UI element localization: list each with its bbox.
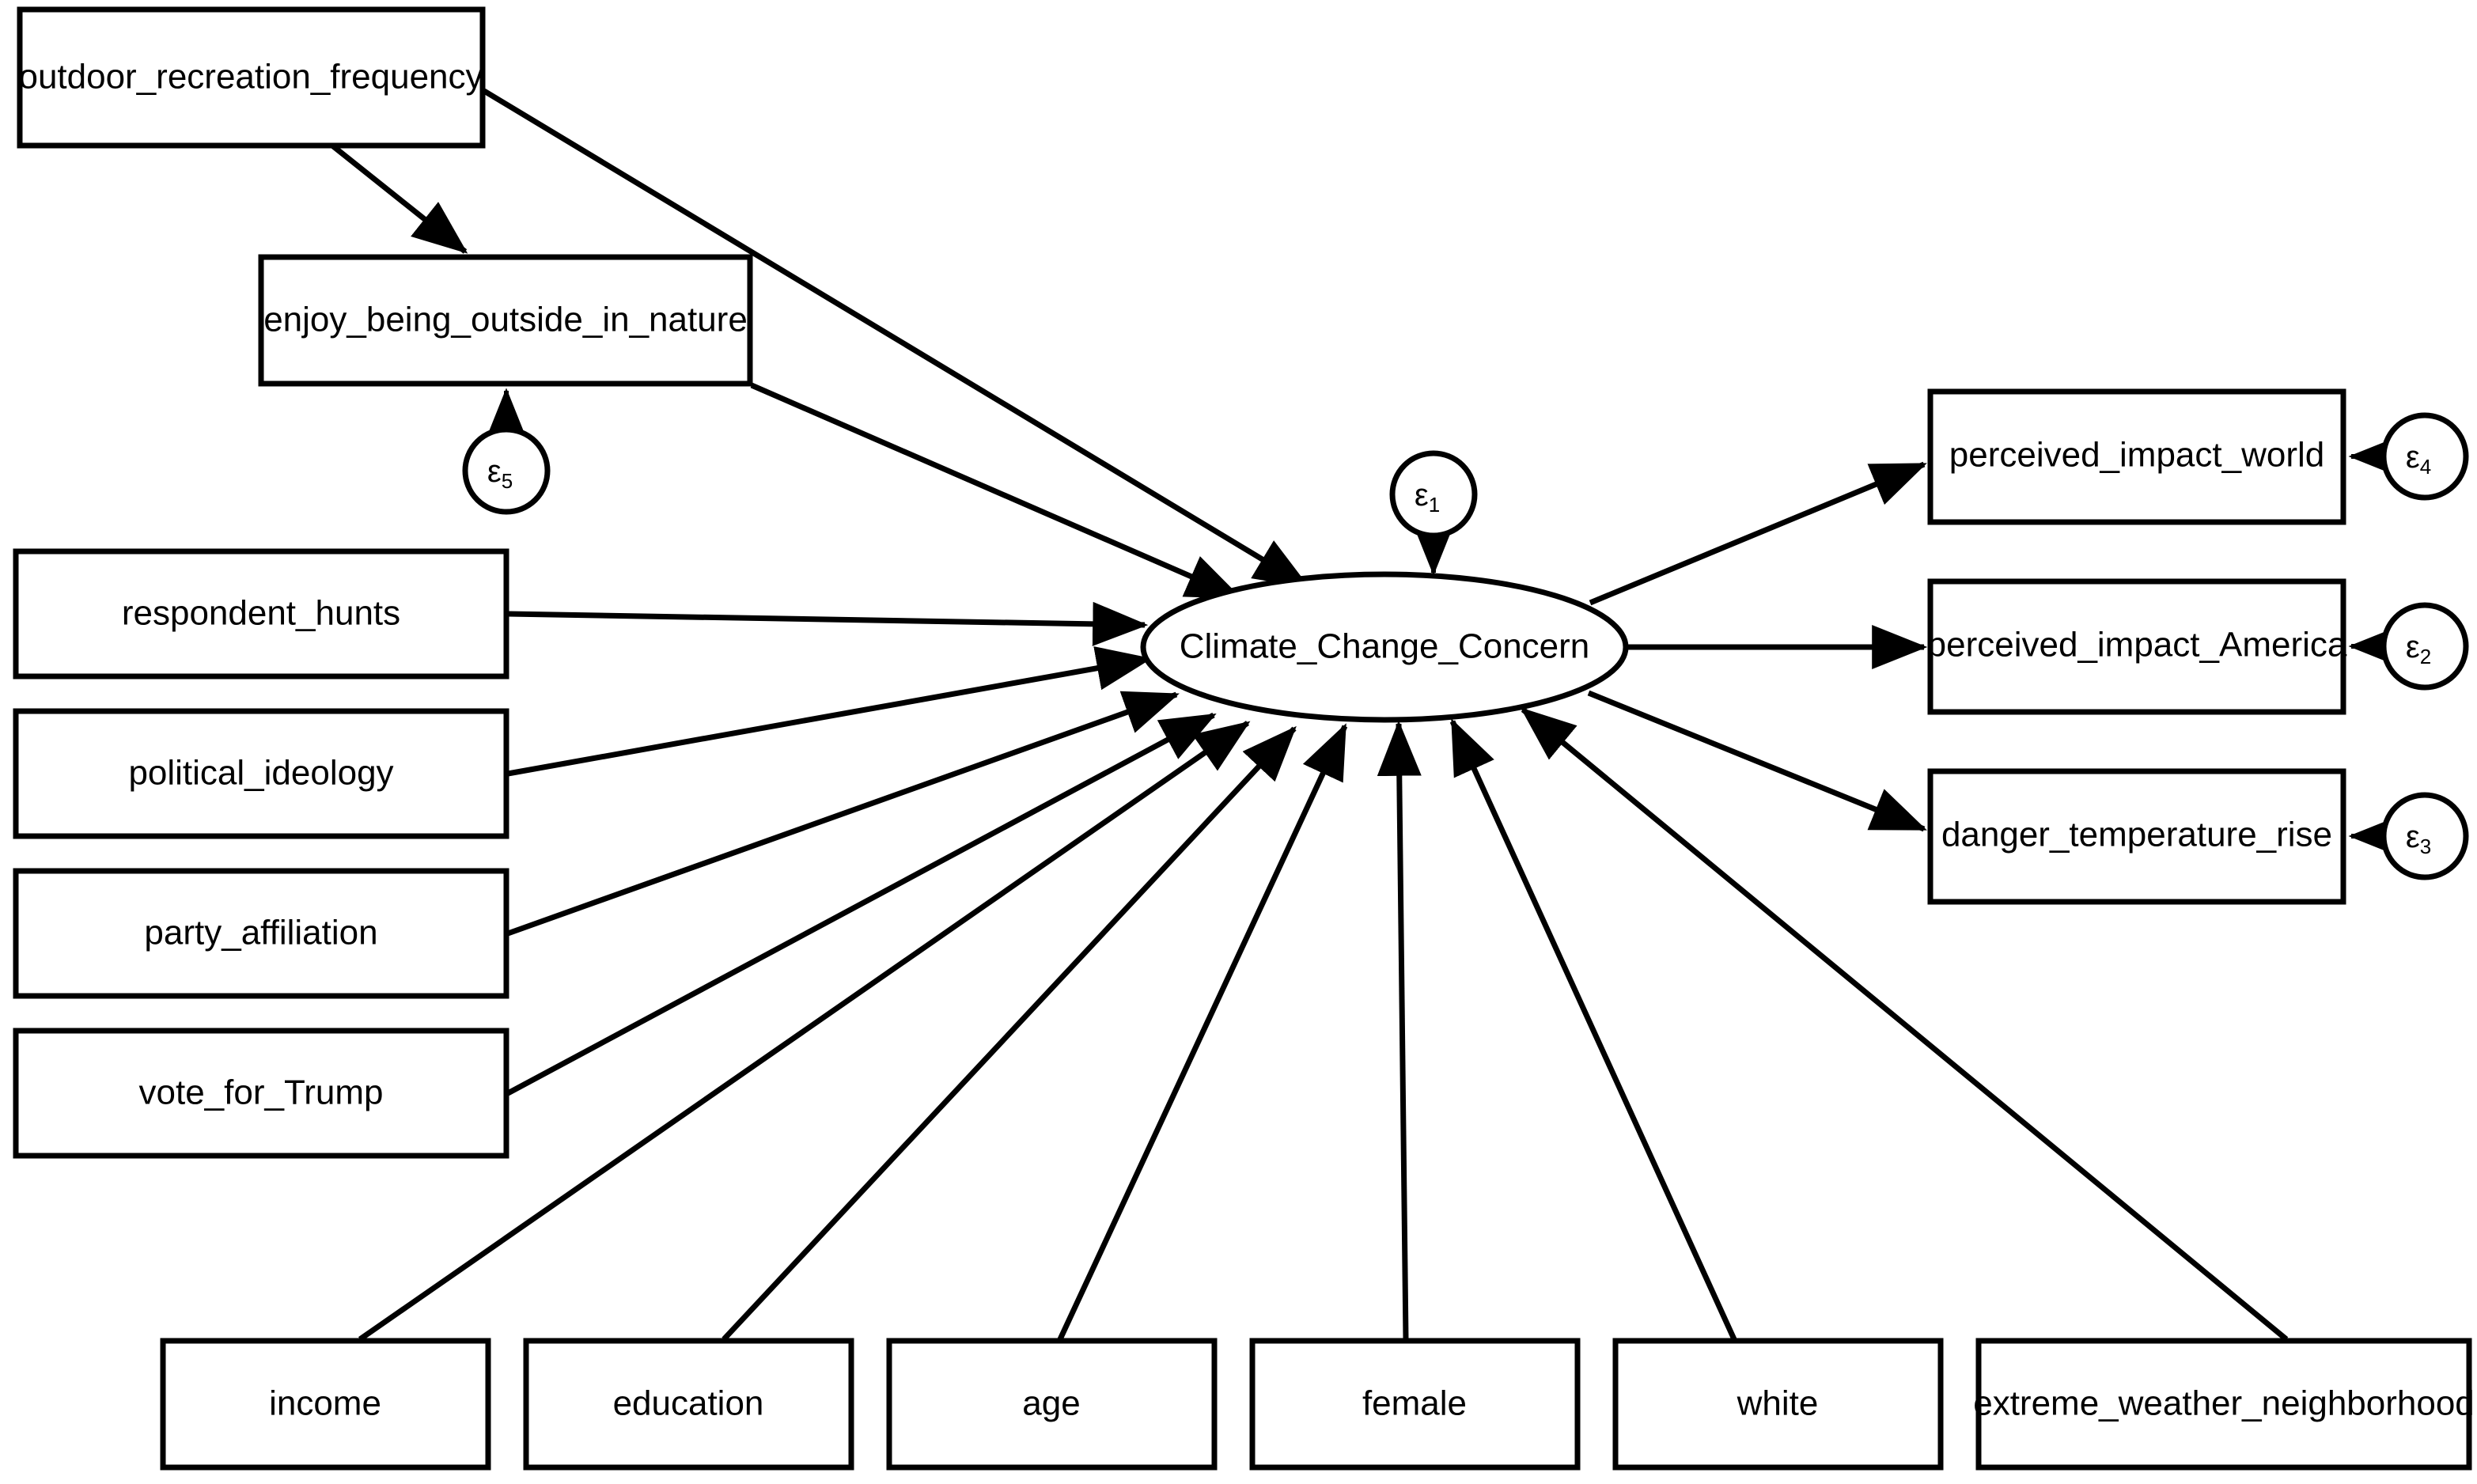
node-vote-for-trump[interactable]: vote_for_Trump (13, 1028, 509, 1159)
error-circle[interactable] (2380, 602, 2469, 691)
edge-education-to-latent (722, 725, 1297, 1342)
edge-female-to-latent (1377, 720, 1422, 1340)
node-box[interactable] (1612, 1338, 1944, 1471)
node-label: white (1737, 1384, 1819, 1423)
error-term-e5[interactable]: ε5 (462, 426, 551, 515)
edge-respondent-hunts-to-latent (507, 601, 1149, 646)
node-label: female (1362, 1384, 1467, 1423)
node-label: danger_temperature_rise (1941, 816, 2332, 854)
node-box[interactable] (1249, 1338, 1581, 1471)
latent-label: Climate_Change_Concern (1180, 627, 1590, 666)
node-danger-temperature-rise[interactable]: danger_temperature_rise (1927, 768, 2346, 905)
node-box[interactable] (886, 1338, 1218, 1471)
node-enjoy-being-outside-in-nature[interactable]: enjoy_being_outside_in_nature (258, 254, 753, 387)
node-label: age (1022, 1384, 1080, 1423)
edge-latent-to-danger-temperature-rise (1587, 690, 1927, 832)
node-extreme-weather-neighborhood[interactable]: extreme_weather_neighborhood (1973, 1338, 2475, 1471)
node-box[interactable] (1927, 388, 2346, 525)
node-label: perceived_impact_world (1949, 436, 2324, 475)
node-label: party_affiliation (144, 914, 377, 952)
edge-political-ideology-to-latent (507, 646, 1153, 777)
error-label: ε4 (2406, 440, 2431, 479)
error-term-layer: ε1 ε5 ε4 ε2 ε3 (462, 412, 2469, 880)
error-circle[interactable] (462, 426, 551, 515)
node-education[interactable]: education (523, 1338, 854, 1471)
edge-vote-for-trump-to-latent (506, 712, 1217, 1096)
error-term-e1[interactable]: ε1 (1389, 450, 1478, 539)
node-perceived-impact-america[interactable]: perceived_impact_America (1927, 578, 2347, 715)
node-label: outdoor_recreation_frequency (18, 58, 483, 97)
node-perceived-impact-world[interactable]: perceived_impact_world (1927, 388, 2346, 525)
node-income[interactable]: income (160, 1338, 491, 1471)
error-label: ε3 (2406, 820, 2431, 858)
node-respondent-hunts[interactable]: respondent_hunts (13, 548, 509, 680)
edge-age-to-latent (1057, 723, 1348, 1341)
node-label: enjoy_being_outside_in_nature (263, 301, 748, 339)
node-age[interactable]: age (886, 1338, 1218, 1471)
node-label: income (269, 1384, 381, 1423)
node-political-ideology[interactable]: political_ideology (13, 708, 509, 839)
node-box[interactable] (13, 708, 509, 839)
node-climate-change-concern[interactable]: Climate_Change_Concern (1140, 571, 1629, 723)
node-box[interactable] (17, 6, 486, 149)
error-label: ε5 (487, 454, 513, 493)
node-box[interactable] (13, 868, 509, 999)
node-box[interactable] (13, 548, 509, 680)
edge-white-to-latent (1449, 718, 1737, 1341)
node-box[interactable] (523, 1338, 854, 1471)
error-label: ε2 (2406, 630, 2431, 668)
node-box[interactable] (1927, 768, 2346, 905)
edge-extreme-weather-to-latent (1520, 707, 2289, 1342)
edge-income-to-latent (358, 721, 1251, 1342)
edge-layer (330, 89, 2396, 1342)
error-circle[interactable] (1389, 450, 1478, 539)
error-circle[interactable] (2380, 792, 2469, 880)
node-label: respondent_hunts (122, 594, 400, 633)
edge-latent-to-perceived-impact-world (1589, 461, 1927, 606)
edge-outdoor-recreation-to-latent (483, 89, 1310, 589)
edge-party-affiliation-to-latent (506, 691, 1180, 937)
node-label: vote_for_Trump (139, 1073, 384, 1112)
node-label: perceived_impact_America (1927, 626, 2347, 664)
error-label: ε1 (1415, 478, 1440, 517)
edge-nature-to-latent (750, 382, 1242, 600)
node-box[interactable] (13, 1028, 509, 1159)
error-circle[interactable] (2380, 412, 2469, 501)
node-female[interactable]: female (1249, 1338, 1581, 1471)
node-box[interactable] (160, 1338, 491, 1471)
node-box[interactable] (258, 254, 753, 387)
edge-outdoor-recreation-to-nature (330, 143, 468, 254)
node-label: political_ideology (128, 754, 393, 793)
node-box[interactable] (1975, 1338, 2472, 1471)
error-term-e2[interactable]: ε2 (2380, 602, 2469, 691)
node-white[interactable]: white (1612, 1338, 1944, 1471)
error-term-e4[interactable]: ε4 (2380, 412, 2469, 501)
observed-node-layer: outdoor_recreation_frequency enjoy_being… (13, 6, 2475, 1471)
latent-ellipse[interactable] (1140, 571, 1629, 723)
error-term-e3[interactable]: ε3 (2380, 792, 2469, 880)
node-label: education (613, 1384, 764, 1423)
node-label: extreme_weather_neighborhood (1973, 1384, 2475, 1423)
node-outdoor-recreation-frequency[interactable]: outdoor_recreation_frequency (17, 6, 486, 149)
node-box[interactable] (1927, 578, 2346, 715)
node-party-affiliation[interactable]: party_affiliation (13, 868, 509, 999)
